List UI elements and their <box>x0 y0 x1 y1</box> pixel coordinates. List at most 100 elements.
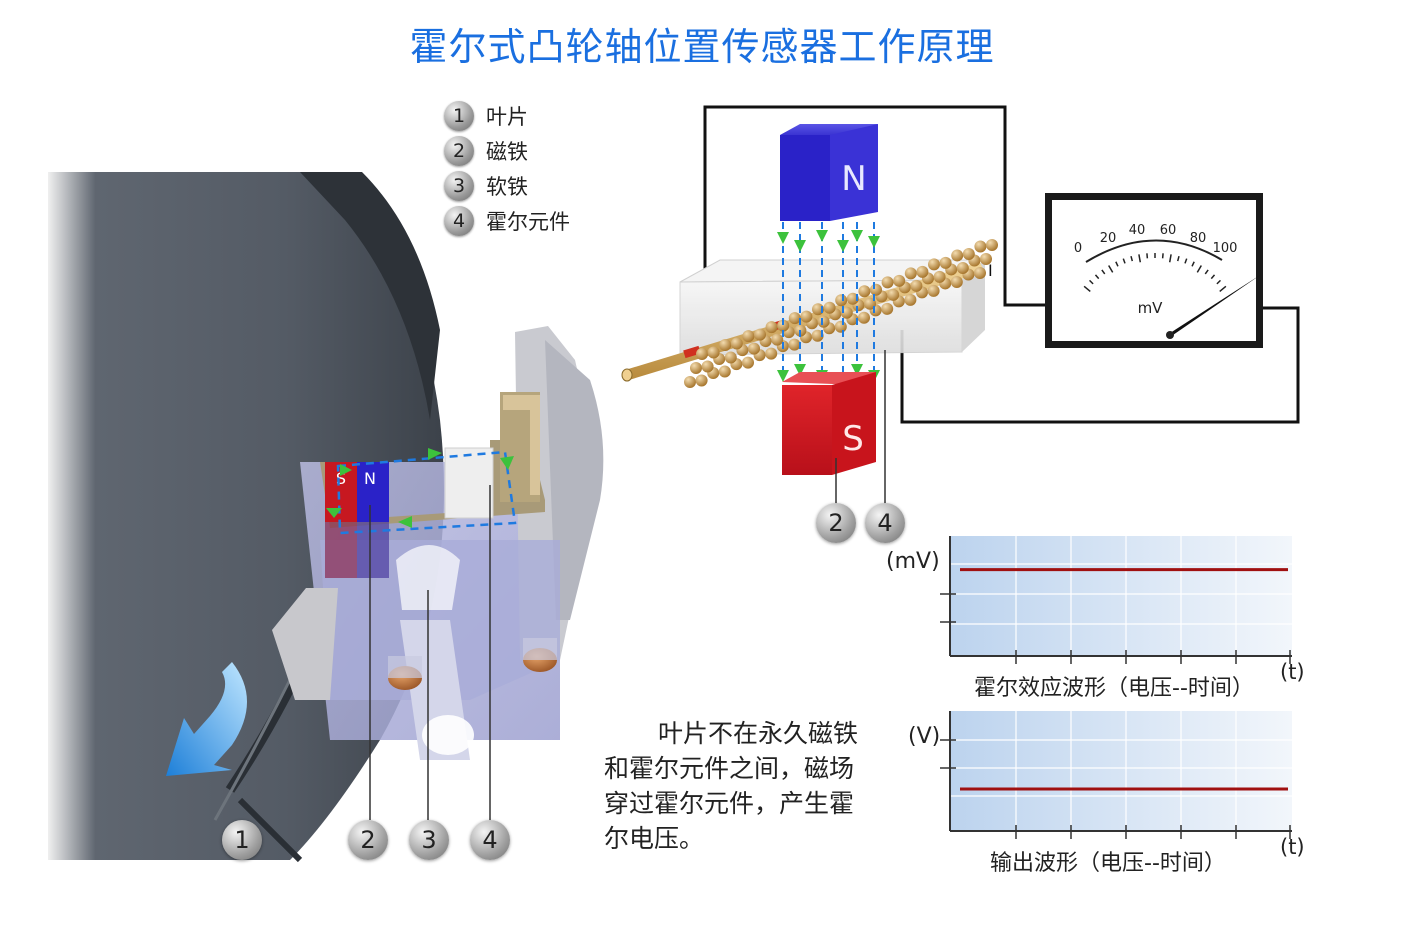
legend-label: 软铁 <box>486 174 528 199</box>
electron-icon <box>719 339 732 352</box>
field-arrow-icon <box>500 456 514 470</box>
description-text: 叶片不在永久磁铁和霍尔元件之间，磁场穿过霍尔元件，产生霍尔电压。 <box>604 719 859 853</box>
page-title: 霍尔式凸轮轴位置传感器工作原理 <box>409 25 995 69</box>
electron-icon <box>835 294 848 307</box>
electron-icon <box>887 288 900 301</box>
hall-graph-unit: (mV) <box>886 549 940 574</box>
electron-icon <box>928 258 940 271</box>
legend: 1 叶片 2 磁铁 3 软铁 4 霍尔元件 <box>444 98 570 238</box>
electron-icon <box>846 292 859 305</box>
electron-icon <box>962 247 975 260</box>
electron-icon <box>910 279 923 292</box>
electron-icon <box>724 351 737 364</box>
electron-icon <box>707 346 720 359</box>
electron-icon <box>800 310 813 323</box>
hall-waveform-graph <box>940 536 1292 664</box>
callout-hall-plate: 4 <box>865 503 905 543</box>
millivolt-meter <box>1045 193 1263 348</box>
meter-tick-label: 40 <box>1129 223 1146 238</box>
electron-icon <box>980 253 992 265</box>
field-arrow-icon <box>326 508 342 518</box>
rotation-arrow-icon <box>166 662 247 776</box>
electron-icon <box>690 362 702 374</box>
callout-hall-element: 4 <box>470 820 510 860</box>
electron-icon <box>950 275 963 288</box>
hall-element-block <box>444 447 494 519</box>
callout-magnet: 2 <box>348 820 388 860</box>
electron-icon <box>858 285 871 298</box>
electron-icon <box>788 338 801 351</box>
meter-tick-label: 20 <box>1100 231 1117 246</box>
legend-item-soft-iron: 3 软铁 <box>444 168 570 203</box>
electron-icon <box>951 249 964 262</box>
legend-number: 2 <box>444 135 474 166</box>
field-arrow-icon <box>340 464 352 476</box>
meter-tick-label: 100 <box>1213 241 1238 256</box>
electron-icon <box>754 328 766 341</box>
electron-icon <box>730 337 743 350</box>
electron-icon <box>939 256 952 269</box>
legend-number: 4 <box>444 205 474 236</box>
electron-icon <box>927 284 940 297</box>
electron-icon <box>748 342 760 355</box>
legend-number: 1 <box>444 100 474 131</box>
electron-icon <box>904 267 917 280</box>
electron-icon <box>771 333 784 346</box>
electron-icon <box>765 321 778 334</box>
output-graph-caption: 输出波形（电压--时间） <box>990 851 1226 876</box>
callout-vane: 1 <box>222 820 262 860</box>
electron-icon <box>956 261 969 274</box>
electron-icon <box>817 315 830 328</box>
hall-graph-t-label: (t) <box>1280 660 1305 684</box>
sensor-magnet-s-label: S <box>336 469 346 488</box>
hall-graph-caption: 霍尔效应波形（电压--时间） <box>974 676 1254 701</box>
legend-label: 霍尔元件 <box>486 209 570 234</box>
electron-icon <box>718 365 731 378</box>
legend-item-vane: 1 叶片 <box>444 98 570 133</box>
legend-item-hall-element: 4 霍尔元件 <box>444 203 570 238</box>
electron-icon <box>765 347 778 360</box>
legend-label: 叶片 <box>486 104 528 129</box>
output-waveform-graph <box>940 711 1292 839</box>
output-graph-t-label: (t) <box>1280 835 1305 859</box>
meter-tick-label: 80 <box>1190 231 1207 246</box>
electron-icon <box>695 374 708 387</box>
electron-icon <box>986 239 998 251</box>
electron-icon <box>811 329 824 342</box>
electron-icon <box>881 276 894 289</box>
meter-needle <box>1167 274 1262 335</box>
callout-hall-magnet: 2 <box>816 503 856 543</box>
electron-icon <box>870 283 882 296</box>
electron-icon <box>834 320 847 333</box>
legend-item-magnet: 2 磁铁 <box>444 133 570 168</box>
electron-icon <box>881 302 894 315</box>
field-arrow-icon <box>398 516 412 528</box>
meter-tick-label: 60 <box>1160 223 1177 238</box>
legend-label: 磁铁 <box>486 139 528 164</box>
south-magnet: S <box>782 372 876 475</box>
north-magnet: N <box>780 124 878 221</box>
electron-icon <box>788 312 801 325</box>
electron-icon <box>696 348 708 360</box>
electron-icon <box>777 319 790 332</box>
electron-icon <box>684 376 696 388</box>
electron-icon <box>933 270 946 283</box>
electron-icon <box>974 240 987 253</box>
electron-icon <box>893 274 906 287</box>
circuit-wires <box>703 105 1300 424</box>
electron-cloud <box>684 239 998 388</box>
electron-icon <box>904 293 917 306</box>
electron-icon <box>742 330 755 343</box>
south-magnet-label: S <box>842 419 864 459</box>
north-magnet-label: N <box>841 159 866 199</box>
callout-soft-iron: 3 <box>409 820 449 860</box>
sensor-magnet-n-label: N <box>364 469 376 488</box>
electron-icon <box>974 267 986 279</box>
electron-icon <box>701 360 714 373</box>
sensor-magnet: S N <box>325 462 389 578</box>
electron-icon <box>858 311 870 324</box>
output-graph-unit: (V) <box>908 724 941 749</box>
legend-number: 3 <box>444 170 474 201</box>
current-label: I <box>988 261 993 280</box>
